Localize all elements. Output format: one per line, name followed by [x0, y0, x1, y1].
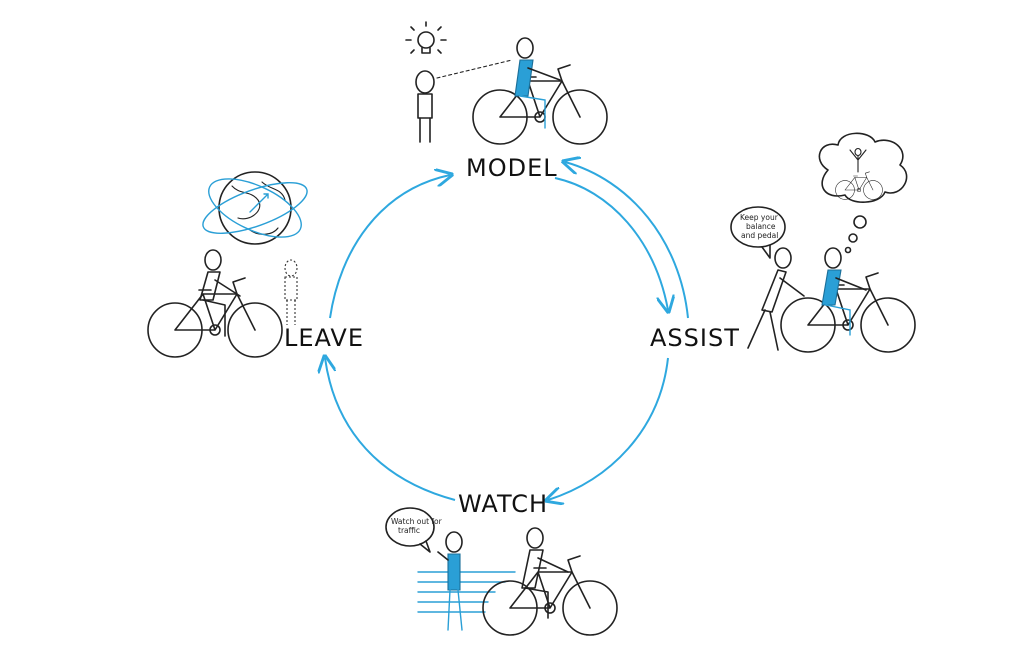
- assist-bubble-line2: balance: [746, 222, 776, 231]
- assist-bubble-line3: and pedal: [741, 231, 778, 240]
- stage-label-model: MODEL: [466, 154, 558, 182]
- assist-helper-person: [747, 247, 805, 351]
- globe-icon: [202, 171, 308, 245]
- watch-speech-bubble-icon: Watch out for traffic: [385, 507, 443, 553]
- assist-rider: [821, 247, 867, 336]
- stage-label-assist: ASSIST: [650, 324, 740, 352]
- leave-illustration: [147, 171, 308, 358]
- watch-rider: [521, 527, 569, 619]
- observer-person: [415, 70, 435, 143]
- stage-label-leave: LEAVE: [284, 324, 364, 352]
- speed-lines: [417, 571, 516, 613]
- watch-bubble-line2: traffic: [398, 526, 420, 535]
- cycle-arrows: [325, 162, 689, 501]
- arrow-assist-to-model: [565, 162, 689, 319]
- thought-bubble-icon: [818, 132, 908, 254]
- stage-label-watch: WATCH: [458, 490, 548, 518]
- arrow-leave-to-model: [329, 175, 450, 319]
- watch-bubble-line1: Watch out for: [391, 517, 443, 526]
- departed-coach-outline: [284, 259, 298, 325]
- arrow-model-to-assist: [554, 177, 668, 310]
- arrow-assist-to-watch: [548, 357, 669, 500]
- model-illustration: [405, 21, 608, 145]
- model-rider: [514, 37, 561, 129]
- arrow-watch-to-leave: [325, 358, 456, 501]
- lightbulb-icon: [405, 21, 447, 54]
- assist-bubble-line1: Keep your: [740, 213, 779, 222]
- leave-rider: [199, 249, 241, 337]
- watch-illustration: Watch out for traffic: [385, 507, 618, 636]
- speech-bubble-icon: Keep your balance and pedal: [730, 206, 786, 259]
- watch-coach-person: [437, 531, 463, 631]
- assist-illustration: Keep your balance and pedal: [730, 132, 916, 353]
